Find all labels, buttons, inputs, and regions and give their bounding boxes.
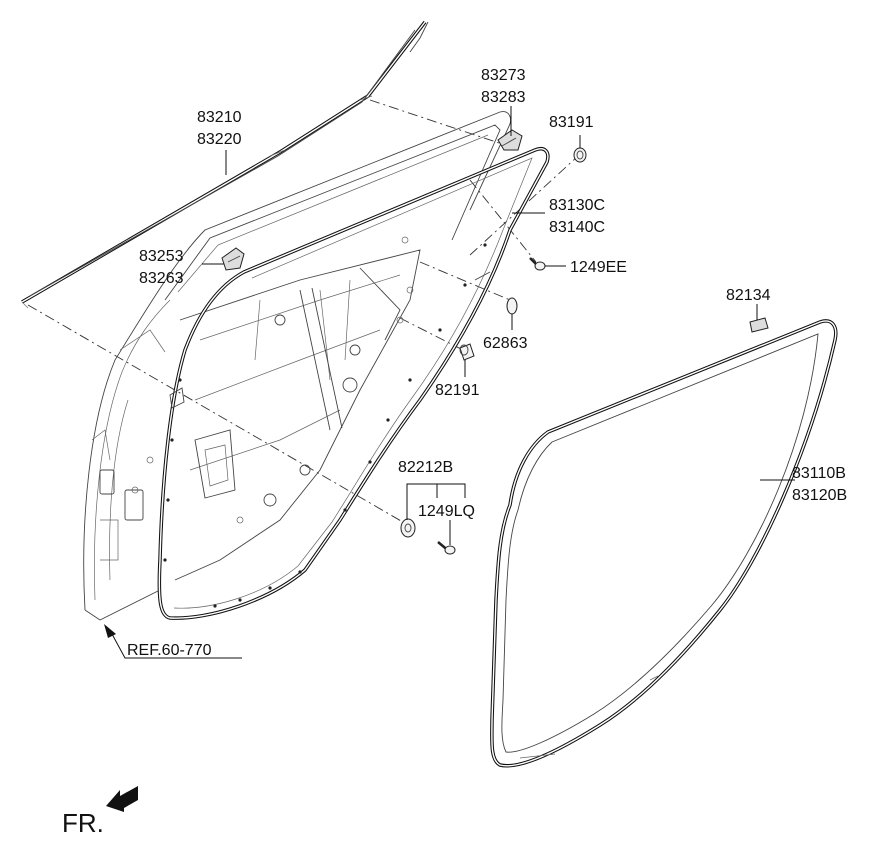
- plug-83191[interactable]: [573, 147, 587, 163]
- door-inner-panel: [83, 111, 511, 621]
- label-83283: 83283: [481, 89, 526, 106]
- label-83273: 83273: [481, 67, 526, 84]
- label-1249ee: 1249EE: [570, 259, 627, 276]
- belt-outer-weatherstrip[interactable]: [21, 20, 429, 309]
- label-82212b: 82212B: [398, 459, 453, 476]
- label-83191: 83191: [549, 114, 594, 131]
- label-83220: 83220: [197, 131, 242, 148]
- label-83210: 83210: [197, 109, 242, 126]
- label-83110b: 83110B: [792, 465, 846, 482]
- plug-82191[interactable]: [459, 343, 475, 361]
- assembly-phantom-lines: [27, 99, 579, 526]
- leader-lines: [104, 106, 795, 659]
- delta-cover-part[interactable]: [497, 129, 523, 151]
- body-side-weatherstrip[interactable]: [490, 319, 838, 768]
- label-83130c: 83130C: [549, 197, 605, 214]
- clip-82134[interactable]: [749, 317, 769, 333]
- label-82134: 82134: [726, 287, 771, 304]
- label-83120b: 83120B: [792, 487, 847, 504]
- belt-bracket-part[interactable]: [221, 247, 245, 271]
- screw-1249ee[interactable]: [529, 257, 546, 271]
- door-weatherstrip[interactable]: [157, 147, 550, 620]
- label-83140c: 83140C: [549, 219, 605, 236]
- label-62863: 62863: [483, 335, 528, 352]
- front-arrow-icon: [106, 786, 138, 812]
- label-82191: 82191: [435, 382, 480, 399]
- bumper-82212b[interactable]: [400, 518, 416, 538]
- screw-1249lq[interactable]: [437, 541, 456, 555]
- plug-62863[interactable]: [506, 297, 518, 315]
- part-labels: 83210 83220 83273 83283 83191 83130C 831…: [127, 67, 847, 659]
- label-ref-60-770: REF.60-770: [127, 642, 212, 659]
- label-1249lq: 1249LQ: [418, 503, 475, 520]
- front-direction-indicator: FR.: [62, 786, 138, 838]
- label-83253: 83253: [139, 248, 184, 265]
- label-83263: 83263: [139, 270, 184, 287]
- fr-label: FR.: [62, 808, 104, 838]
